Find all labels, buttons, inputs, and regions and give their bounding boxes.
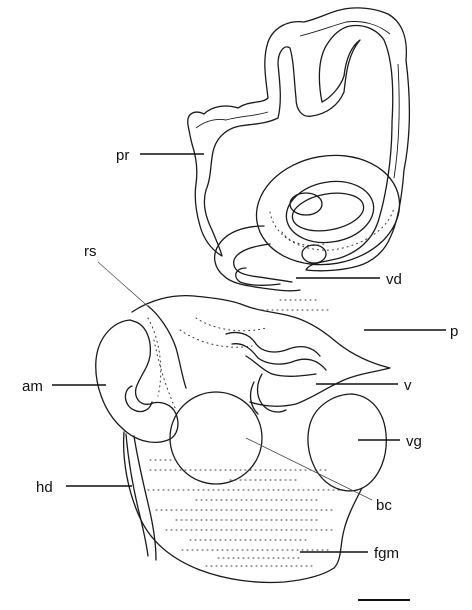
vas-deferens-coil-inner bbox=[289, 188, 366, 236]
atrium-body-outline bbox=[132, 296, 390, 407]
label-fgm: fgm bbox=[374, 545, 399, 562]
label-vg: vg bbox=[406, 433, 422, 450]
penis-folds bbox=[226, 332, 326, 414]
label-rs: rs bbox=[84, 243, 97, 260]
vas-deferens-coil-outer bbox=[248, 144, 409, 275]
label-bc: bc bbox=[376, 497, 392, 514]
vaginal-gland bbox=[308, 394, 386, 491]
label-v: v bbox=[404, 377, 412, 394]
prostate-outline bbox=[188, 8, 410, 271]
label-am: am bbox=[22, 378, 43, 395]
atrium-dotted-boundary bbox=[154, 318, 266, 410]
label-pr: pr bbox=[116, 147, 129, 164]
label-p: p bbox=[450, 323, 458, 340]
vas-deferens-coil-core bbox=[290, 193, 322, 215]
rs-leader bbox=[98, 262, 152, 310]
vas-deferens-loop bbox=[302, 245, 326, 263]
amatorial-organ-fold bbox=[125, 386, 152, 412]
hermaphroditic-duct bbox=[126, 434, 156, 560]
label-hd: hd bbox=[36, 479, 53, 496]
receptaculum-duct bbox=[148, 306, 186, 388]
female-gland-mass bbox=[124, 432, 362, 583]
prostate-inner-line bbox=[196, 22, 399, 179]
amatorial-organ bbox=[96, 320, 178, 442]
female-gland-mass-stipple bbox=[148, 300, 340, 566]
label-vd: vd bbox=[386, 271, 402, 288]
